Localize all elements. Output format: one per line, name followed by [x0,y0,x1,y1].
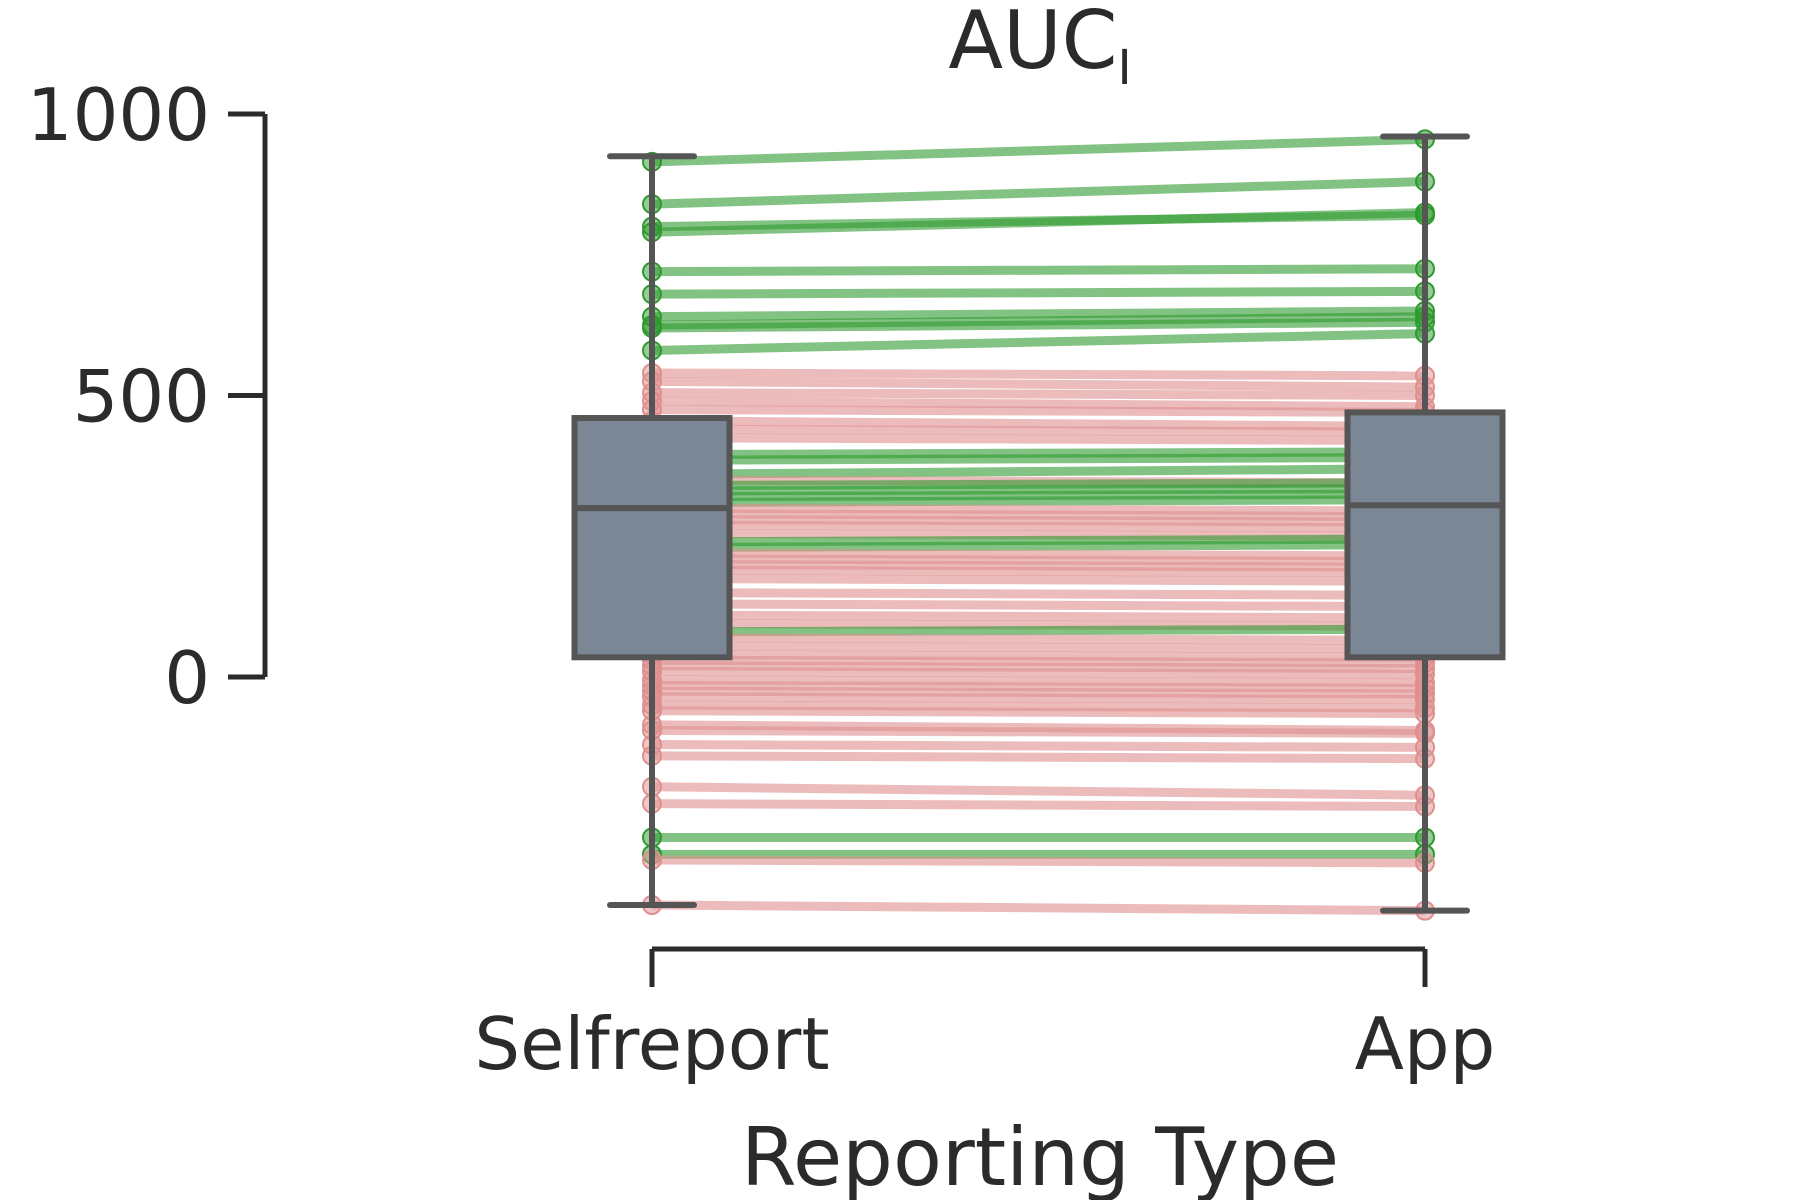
pair-line [651,740,1426,752]
y-tick-label: 1000 [27,73,210,157]
x-tick-label: Selfreport [474,1002,829,1086]
pair-line [651,633,1426,645]
pair-line [651,782,1426,800]
paired-observation [642,895,1435,921]
pair-line [651,478,1426,491]
pair-line [651,368,1426,381]
y-axis: 0 500 1000 [27,73,268,720]
pair-line [651,554,1426,567]
pair-line [651,534,1426,547]
paired-observation [642,258,1435,282]
pair-line [651,495,1426,507]
pair-line [651,706,1426,719]
pair-line [651,559,1426,572]
pair-line [651,317,1426,333]
pair-line [651,433,1426,446]
pair-line [651,329,1426,355]
pair-line [651,588,1426,600]
pair-line [651,405,1426,417]
pair-line [651,661,1426,674]
boxplots [571,133,1506,914]
boxplot-selfreport [571,153,733,909]
pair-line [651,610,1426,623]
box-iqr [1344,409,1506,661]
pair-line [651,900,1426,916]
pair-line [651,520,1426,533]
x-tick-label: App [1355,1002,1496,1086]
pair-line [651,483,1426,496]
chart-title: AUCI [948,0,1131,96]
pair-line [651,573,1426,586]
paired-observation [642,171,1435,215]
pair-line [651,286,1426,299]
chart-title-subscript: I [1117,40,1131,96]
chart-title-main: AUC [948,0,1117,87]
paired-observation [642,281,1435,305]
x-axis: Selfreport App [474,946,1496,1086]
pair-line [651,641,1426,654]
box-iqr [571,415,733,661]
pair-line [651,680,1426,693]
pair-line [651,675,1426,688]
pair-line [651,855,1426,868]
pair-line [651,264,1426,277]
boxplot-app [1344,133,1506,914]
pair-line [651,725,1426,738]
pair-line [651,134,1426,167]
pair-line [651,177,1426,209]
pair-line [651,751,1426,764]
pair-line [651,388,1426,400]
pair-line [651,424,1426,437]
pair-line [651,655,1426,668]
pair-line [651,509,1426,522]
pair-line [651,666,1426,679]
paired-observation [642,129,1435,172]
pair-line [651,503,1426,516]
paired-observation [642,849,1435,873]
pair-line [651,416,1426,431]
pair-line [651,599,1426,612]
pair-line [651,208,1426,237]
pair-line [651,548,1426,561]
pair-line [651,452,1426,465]
pair-line [651,540,1426,553]
paired-lines [642,129,1435,921]
pair-line [651,692,1426,705]
y-tick-label: 500 [73,355,210,439]
pair-line [651,686,1426,699]
pair-line [651,376,1426,392]
pair-line [651,464,1426,479]
y-tick-label: 0 [164,636,210,720]
pair-line [651,306,1426,322]
x-axis-label: Reporting Type [741,1111,1339,1200]
pair-line [651,489,1426,502]
pair-line [651,700,1426,713]
pair-line [651,624,1426,637]
paired-observation [642,827,1435,848]
pair-line [651,514,1426,527]
paired-observation [642,745,1435,769]
pair-line [651,396,1426,412]
pair-line [651,447,1426,460]
pair-line [651,649,1426,662]
pair-line [651,799,1426,811]
pair-line [651,565,1426,578]
